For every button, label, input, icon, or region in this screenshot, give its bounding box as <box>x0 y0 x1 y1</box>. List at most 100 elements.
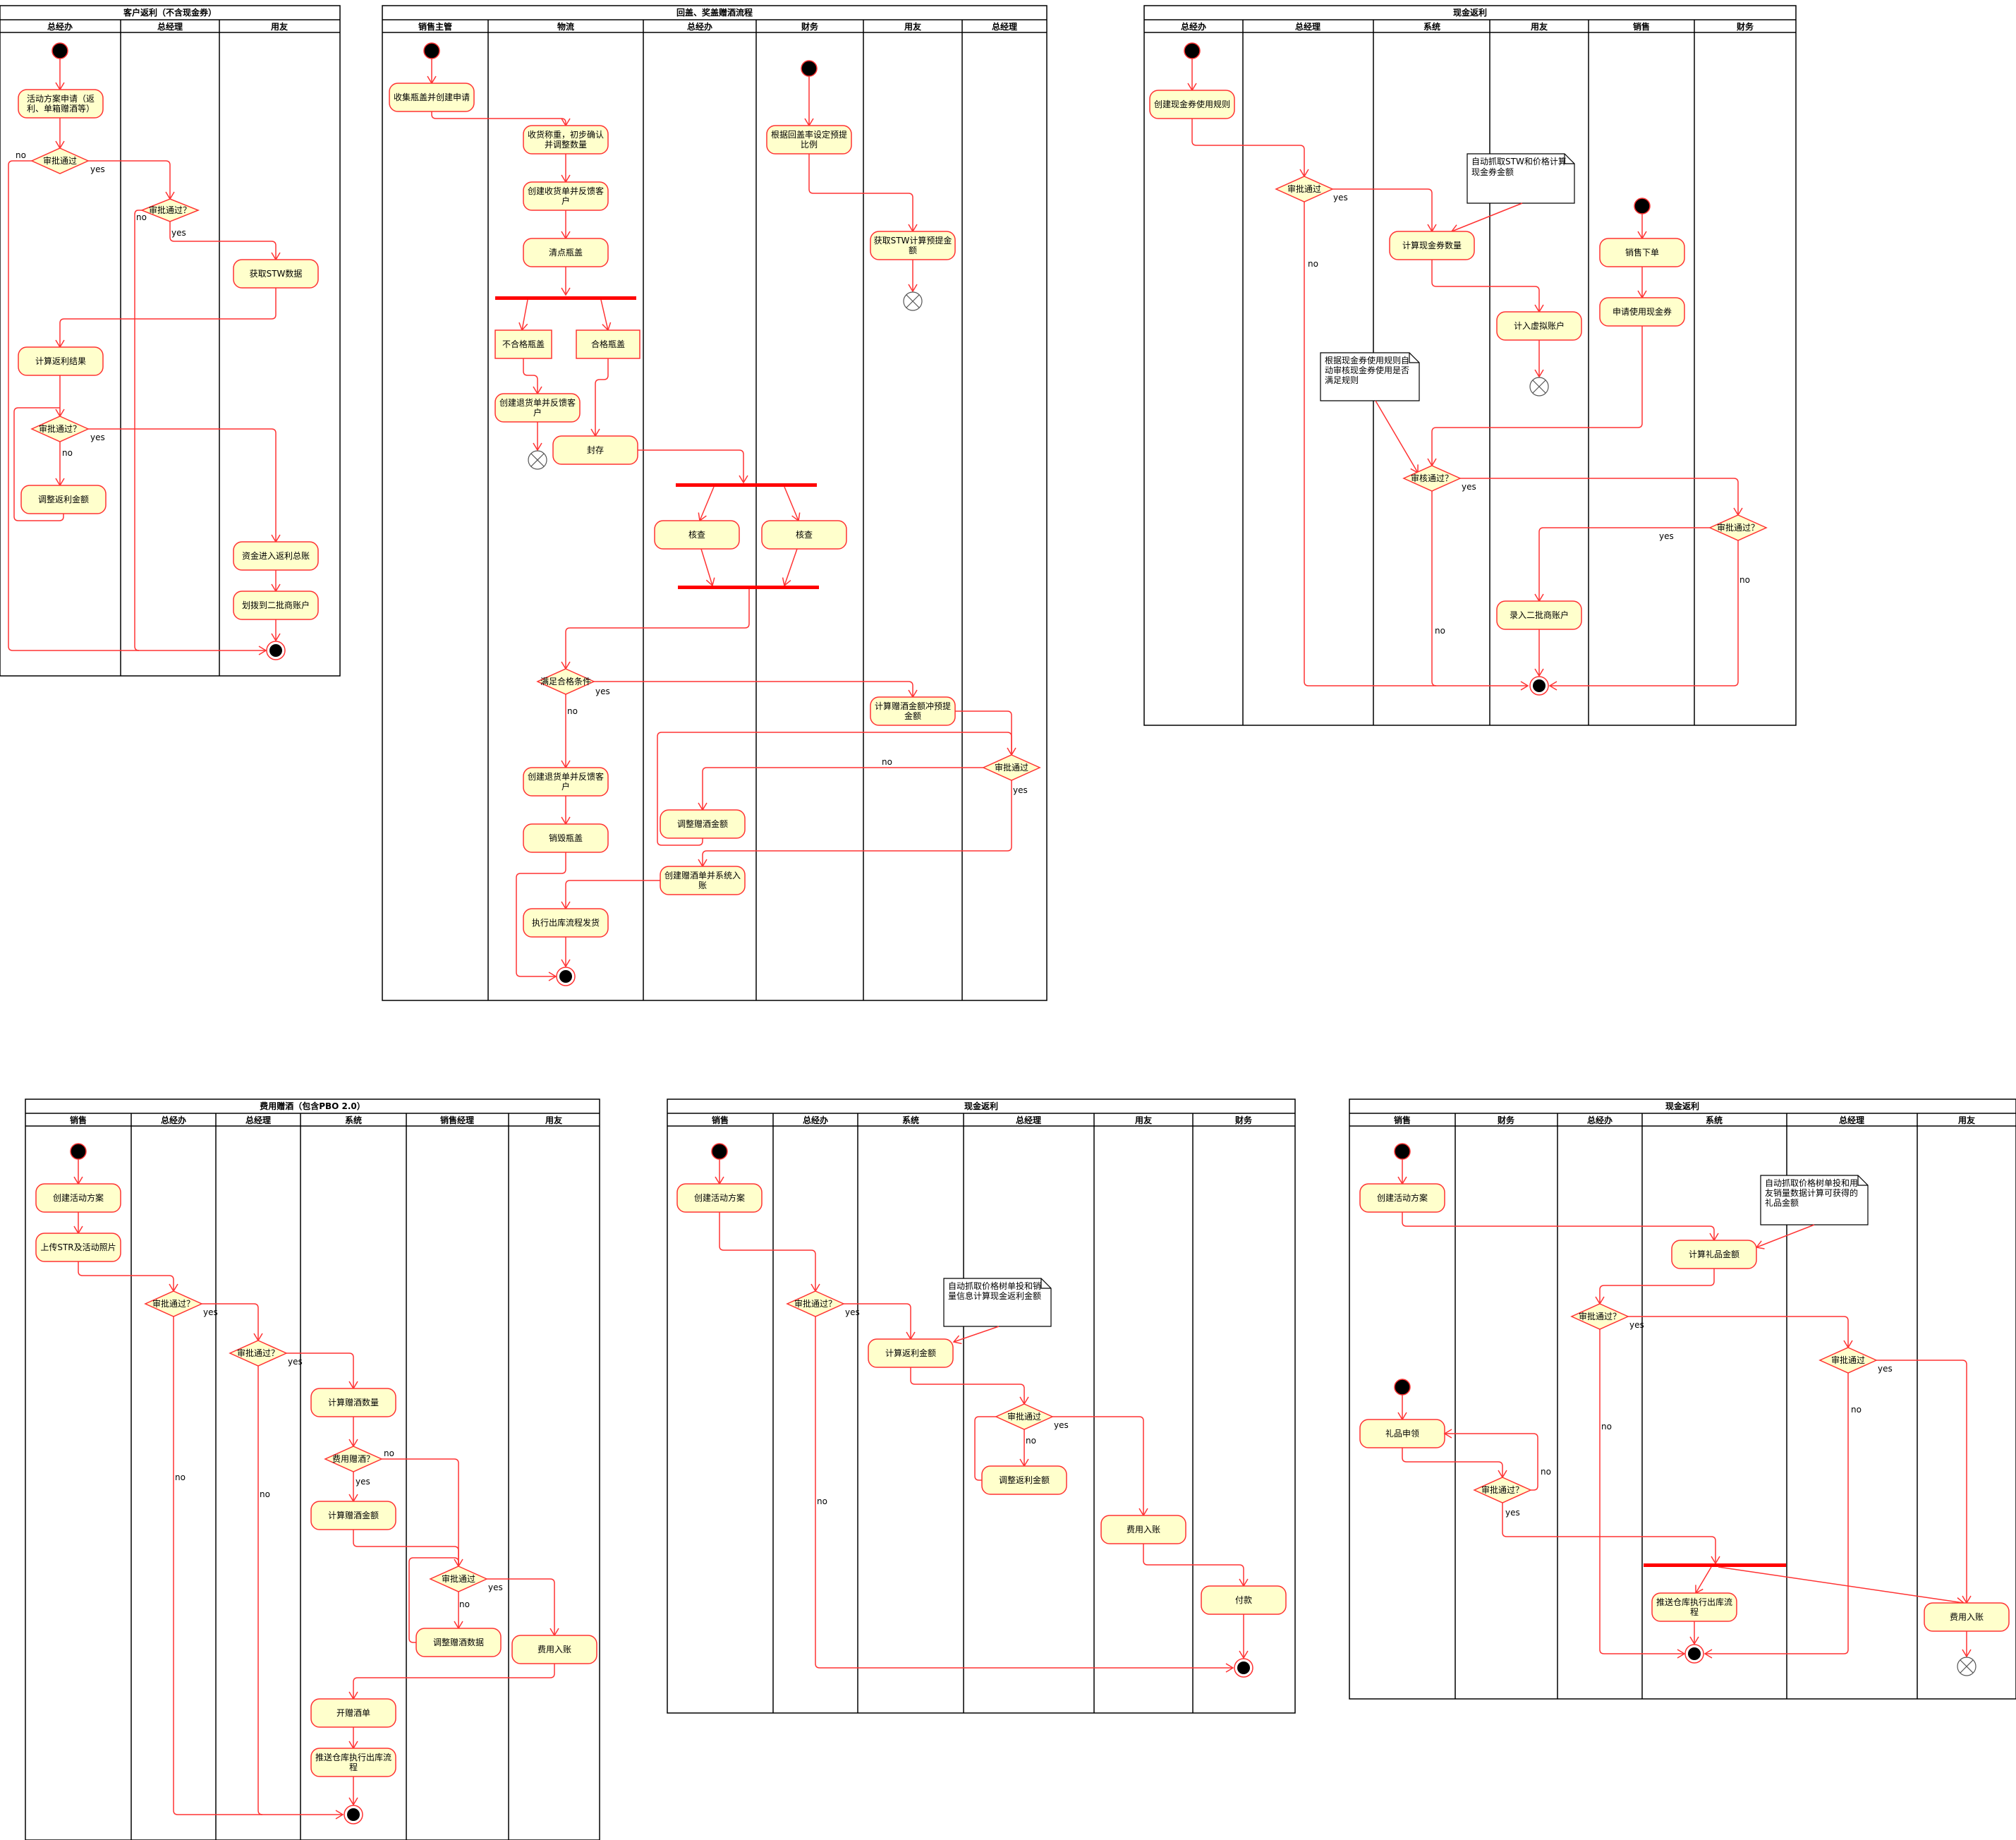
diagram-customer-rebate: 客户返利（不含现金券） 总经办 总经理 用友 活动方案申请（返利、单箱赠酒等） … <box>0 5 341 677</box>
decision-node: 审批通过？ <box>1570 1303 1629 1330</box>
lane-header: 总经理 <box>245 1115 271 1125</box>
decision-node: 审批通过？ <box>140 198 200 222</box>
svg-text:审批通过: 审批通过 <box>1287 183 1321 194</box>
end-node <box>1529 676 1549 696</box>
svg-text:申请使用现金券: 申请使用现金券 <box>1613 306 1672 317</box>
swimlane-frame <box>382 5 1048 1001</box>
activity-node: 创建收货单并反馈客户 <box>523 181 609 211</box>
svg-text:满足合格条件: 满足合格条件 <box>540 676 591 686</box>
activity-node: 付款 <box>1201 1585 1287 1615</box>
activity-node: 上传STR及活动照片 <box>35 1233 121 1262</box>
yes-label: yes <box>1013 785 1028 795</box>
yes-label: yes <box>90 164 105 174</box>
yes-label: yes <box>203 1307 218 1317</box>
svg-text:核查: 核查 <box>796 530 813 540</box>
svg-text:销售下单: 销售下单 <box>1625 247 1659 258</box>
no-label: no <box>1601 1422 1612 1432</box>
svg-text:审批通过？: 审批通过？ <box>39 423 81 434</box>
activity-node: 计算返利结果 <box>18 346 104 376</box>
no-label: no <box>1851 1405 1862 1415</box>
join-bar <box>678 586 819 589</box>
svg-text:调整返利金额: 调整返利金额 <box>38 494 89 504</box>
diagram-title: 现金返利 <box>1453 7 1487 18</box>
flow-final-node <box>1529 377 1549 397</box>
yes-label: yes <box>1054 1420 1069 1430</box>
annotation-note: 自动抓取价格树单投和销量信息计算现金返利金额 <box>943 1278 1052 1327</box>
svg-text:合格瓶盖: 合格瓶盖 <box>591 339 625 349</box>
lane-header: 销售主管 <box>418 21 452 32</box>
svg-text:划拨到二批商账户: 划拨到二批商账户 <box>242 600 310 610</box>
diagram-title: 回盖、奖盖赠酒流程 <box>676 7 753 18</box>
lane-header: 财务 <box>801 21 819 32</box>
activity-node: 创建活动方案 <box>35 1183 121 1213</box>
start-node <box>70 1143 87 1160</box>
no-label: no <box>136 212 147 222</box>
flow-final-node <box>903 291 923 311</box>
activity-node: 收集瓶盖并创建申请 <box>389 83 475 112</box>
activity-node: 清点瓶盖 <box>523 238 609 267</box>
svg-text:审批通过: 审批通过 <box>1007 1411 1041 1422</box>
decision-node: 费用赠酒？ <box>324 1446 383 1472</box>
lane-header: 总经理 <box>992 21 1017 32</box>
diagram-title: 现金返利 <box>964 1101 998 1111</box>
start-node <box>51 42 68 59</box>
decision-node: 审批通过？ <box>30 416 90 442</box>
lane-header: 用友 <box>1957 1115 1975 1125</box>
svg-text:审批通过: 审批通过 <box>442 1573 475 1584</box>
end-node <box>344 1805 363 1824</box>
svg-text:获取STW数据: 获取STW数据 <box>250 268 303 279</box>
svg-text:调整返利金额: 调整返利金额 <box>999 1475 1050 1485</box>
no-label: no <box>459 1599 470 1609</box>
activity-node: 计算礼品金额 <box>1671 1240 1757 1269</box>
svg-text:审批通过？: 审批通过？ <box>1481 1484 1524 1495</box>
activity-node: 获取STW数据 <box>233 259 319 289</box>
svg-text:付款: 付款 <box>1235 1595 1252 1605</box>
svg-text:审批通过？: 审批通过？ <box>237 1348 279 1358</box>
svg-text:计算现金券数量: 计算现金券数量 <box>1402 240 1462 250</box>
activity-node: 活动方案申请（返利、单箱赠酒等） <box>18 89 104 119</box>
annotation-note: 根据现金券使用规则自动审核现金券使用是否满足规则 <box>1320 352 1420 401</box>
start-node <box>1394 1379 1411 1396</box>
svg-text:计算返利金额: 计算返利金额 <box>885 1348 936 1358</box>
activity-node: 推送仓库执行出库流程 <box>1651 1592 1737 1622</box>
activity-node: 录入二批商账户 <box>1496 600 1582 630</box>
activity-node: 核查 <box>654 520 740 550</box>
svg-text:调整赠酒金额: 调整赠酒金额 <box>677 818 728 829</box>
activity-node: 计算赠酒金额冲预提金额 <box>870 696 956 726</box>
activity-node: 计算赠酒金额 <box>310 1501 396 1530</box>
end-node <box>1234 1658 1253 1678</box>
svg-text:审批通过？: 审批通过？ <box>1579 1311 1621 1321</box>
svg-text:创建活动方案: 创建活动方案 <box>53 1192 104 1203</box>
decision-node: 审批通过？ <box>229 1340 288 1367</box>
decision-node: 审批通过？ <box>144 1290 203 1317</box>
yes-label: yes <box>90 432 105 442</box>
yes-label: yes <box>1462 482 1476 492</box>
no-label: no <box>260 1489 270 1499</box>
decision-node: 审核通过？ <box>1402 465 1462 492</box>
activity-node: 资金进入返利总账 <box>233 541 319 571</box>
svg-text:计算返利结果: 计算返利结果 <box>35 356 86 366</box>
svg-text:上传STR及活动照片: 上传STR及活动照片 <box>40 1242 116 1252</box>
flow-final-node <box>1957 1657 1976 1676</box>
activity-node: 收货称重，初步确认并调整数量 <box>523 125 609 155</box>
yes-label: yes <box>488 1582 503 1592</box>
activity-node: 计算返利金额 <box>868 1338 954 1368</box>
activity-node: 创建现金券使用规则 <box>1149 90 1235 119</box>
svg-text:录入二批商账户: 录入二批商账户 <box>1510 610 1569 620</box>
lane-header: 用友 <box>270 21 288 32</box>
svg-text:创建活动方案: 创建活动方案 <box>1377 1192 1428 1203</box>
svg-text:计算赠酒金额: 计算赠酒金额 <box>328 1510 379 1520</box>
annotation-note: 自动抓取价格树单投和用友销量数据计算可获得的礼品金额 <box>1760 1175 1869 1225</box>
decision-node: 审批通过？ <box>1473 1477 1532 1503</box>
no-label: no <box>1739 575 1750 585</box>
lane-header: 总经办 <box>803 1115 828 1125</box>
no-label: no <box>175 1472 186 1482</box>
diagram-title: 现金返利 <box>1665 1101 1699 1111</box>
yes-label: yes <box>171 228 186 238</box>
svg-text:开赠酒单: 开赠酒单 <box>336 1708 370 1718</box>
diagram-cash-rebate-payment: 现金返利 销售 总经办 系统 总经理 用友 财务 创建活动方案 审批通过？ ye… <box>667 1098 1296 1714</box>
decision-node: 满足合格条件 <box>536 668 595 695</box>
lane-header: 总经理 <box>157 21 183 32</box>
lane-header: 用友 <box>1530 21 1548 32</box>
